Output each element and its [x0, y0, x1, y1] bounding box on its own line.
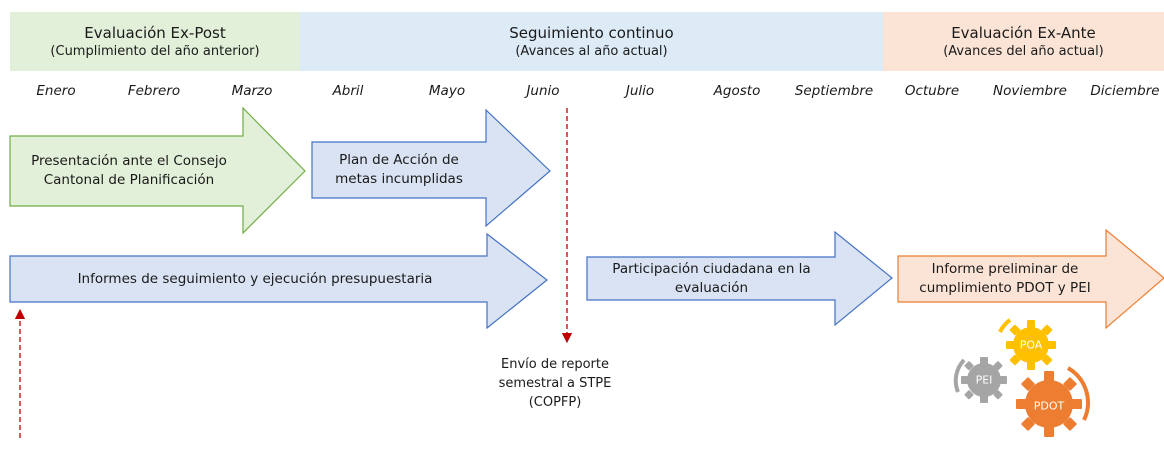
gears-cluster [953, 318, 1090, 437]
month-abril: Abril [332, 83, 364, 99]
arrow-informe-preliminar-label: Informe preliminar de cumplimiento PDOT … [919, 261, 1091, 296]
phase-seguimiento-subtitle: (Avances al año actual) [515, 43, 668, 59]
arrow-informe-preliminar [897, 228, 1164, 330]
month-noviembre: Noviembre [993, 83, 1067, 99]
month-julio: Julio [625, 83, 655, 99]
gear-pei-icon [953, 357, 1007, 403]
month-febrero: Febrero [127, 83, 181, 99]
month-diciembre: Diciembre [1090, 83, 1160, 99]
month-agosto: Agosto [713, 83, 761, 99]
month-septiembre: Septiembre [794, 83, 874, 99]
month-marzo: Marzo [231, 83, 273, 99]
phase-ex-ante-subtitle: (Avances del año actual) [943, 43, 1104, 59]
arrow-informes [9, 232, 548, 330]
arrow-presentacion [9, 106, 306, 235]
gear-poa-icon [998, 318, 1056, 370]
arrow-participacion [586, 230, 893, 327]
gear-pdot-label: PDOT [1033, 399, 1065, 413]
phase-ex-post-title: Evaluación Ex-Post [84, 23, 226, 42]
arrow-informes-label: Informes de seguimiento y ejecución pres… [77, 270, 433, 287]
phase-seguimiento: Seguimiento continuo (Avances al año act… [300, 12, 883, 71]
phase-ex-post-subtitle: (Cumplimiento del año anterior) [50, 43, 260, 59]
month-junio: Junio [526, 83, 560, 99]
phase-seguimiento-title: Seguimiento continuo [509, 23, 674, 42]
phase-ex-ante-title: Evaluación Ex-Ante [951, 23, 1096, 42]
reporte-semestral-note: Envío de reporte semestral a STPE (COPFP… [498, 357, 612, 410]
arrow-presentacion-label: Presentación ante el Consejo Cantonal de… [31, 153, 227, 188]
month-mayo: Mayo [428, 83, 466, 99]
gear-poa-label: POA [1019, 338, 1043, 352]
gear-pdot-icon [1016, 366, 1090, 437]
month-enero: Enero [36, 83, 76, 99]
arrow-plan-accion-label: Plan de Acción de metas incumplidas [335, 152, 463, 187]
gear-pei-label: PEI [975, 373, 993, 387]
phase-ex-ante: Evaluación Ex-Ante (Avances del año actu… [883, 12, 1164, 71]
month-octubre: Octubre [904, 83, 960, 99]
arrow-participacion-label: Participación ciudadana en la evaluación [612, 260, 811, 296]
phase-ex-post: Evaluación Ex-Post (Cumplimiento del año… [10, 12, 300, 71]
arrow-plan-accion [311, 108, 551, 228]
